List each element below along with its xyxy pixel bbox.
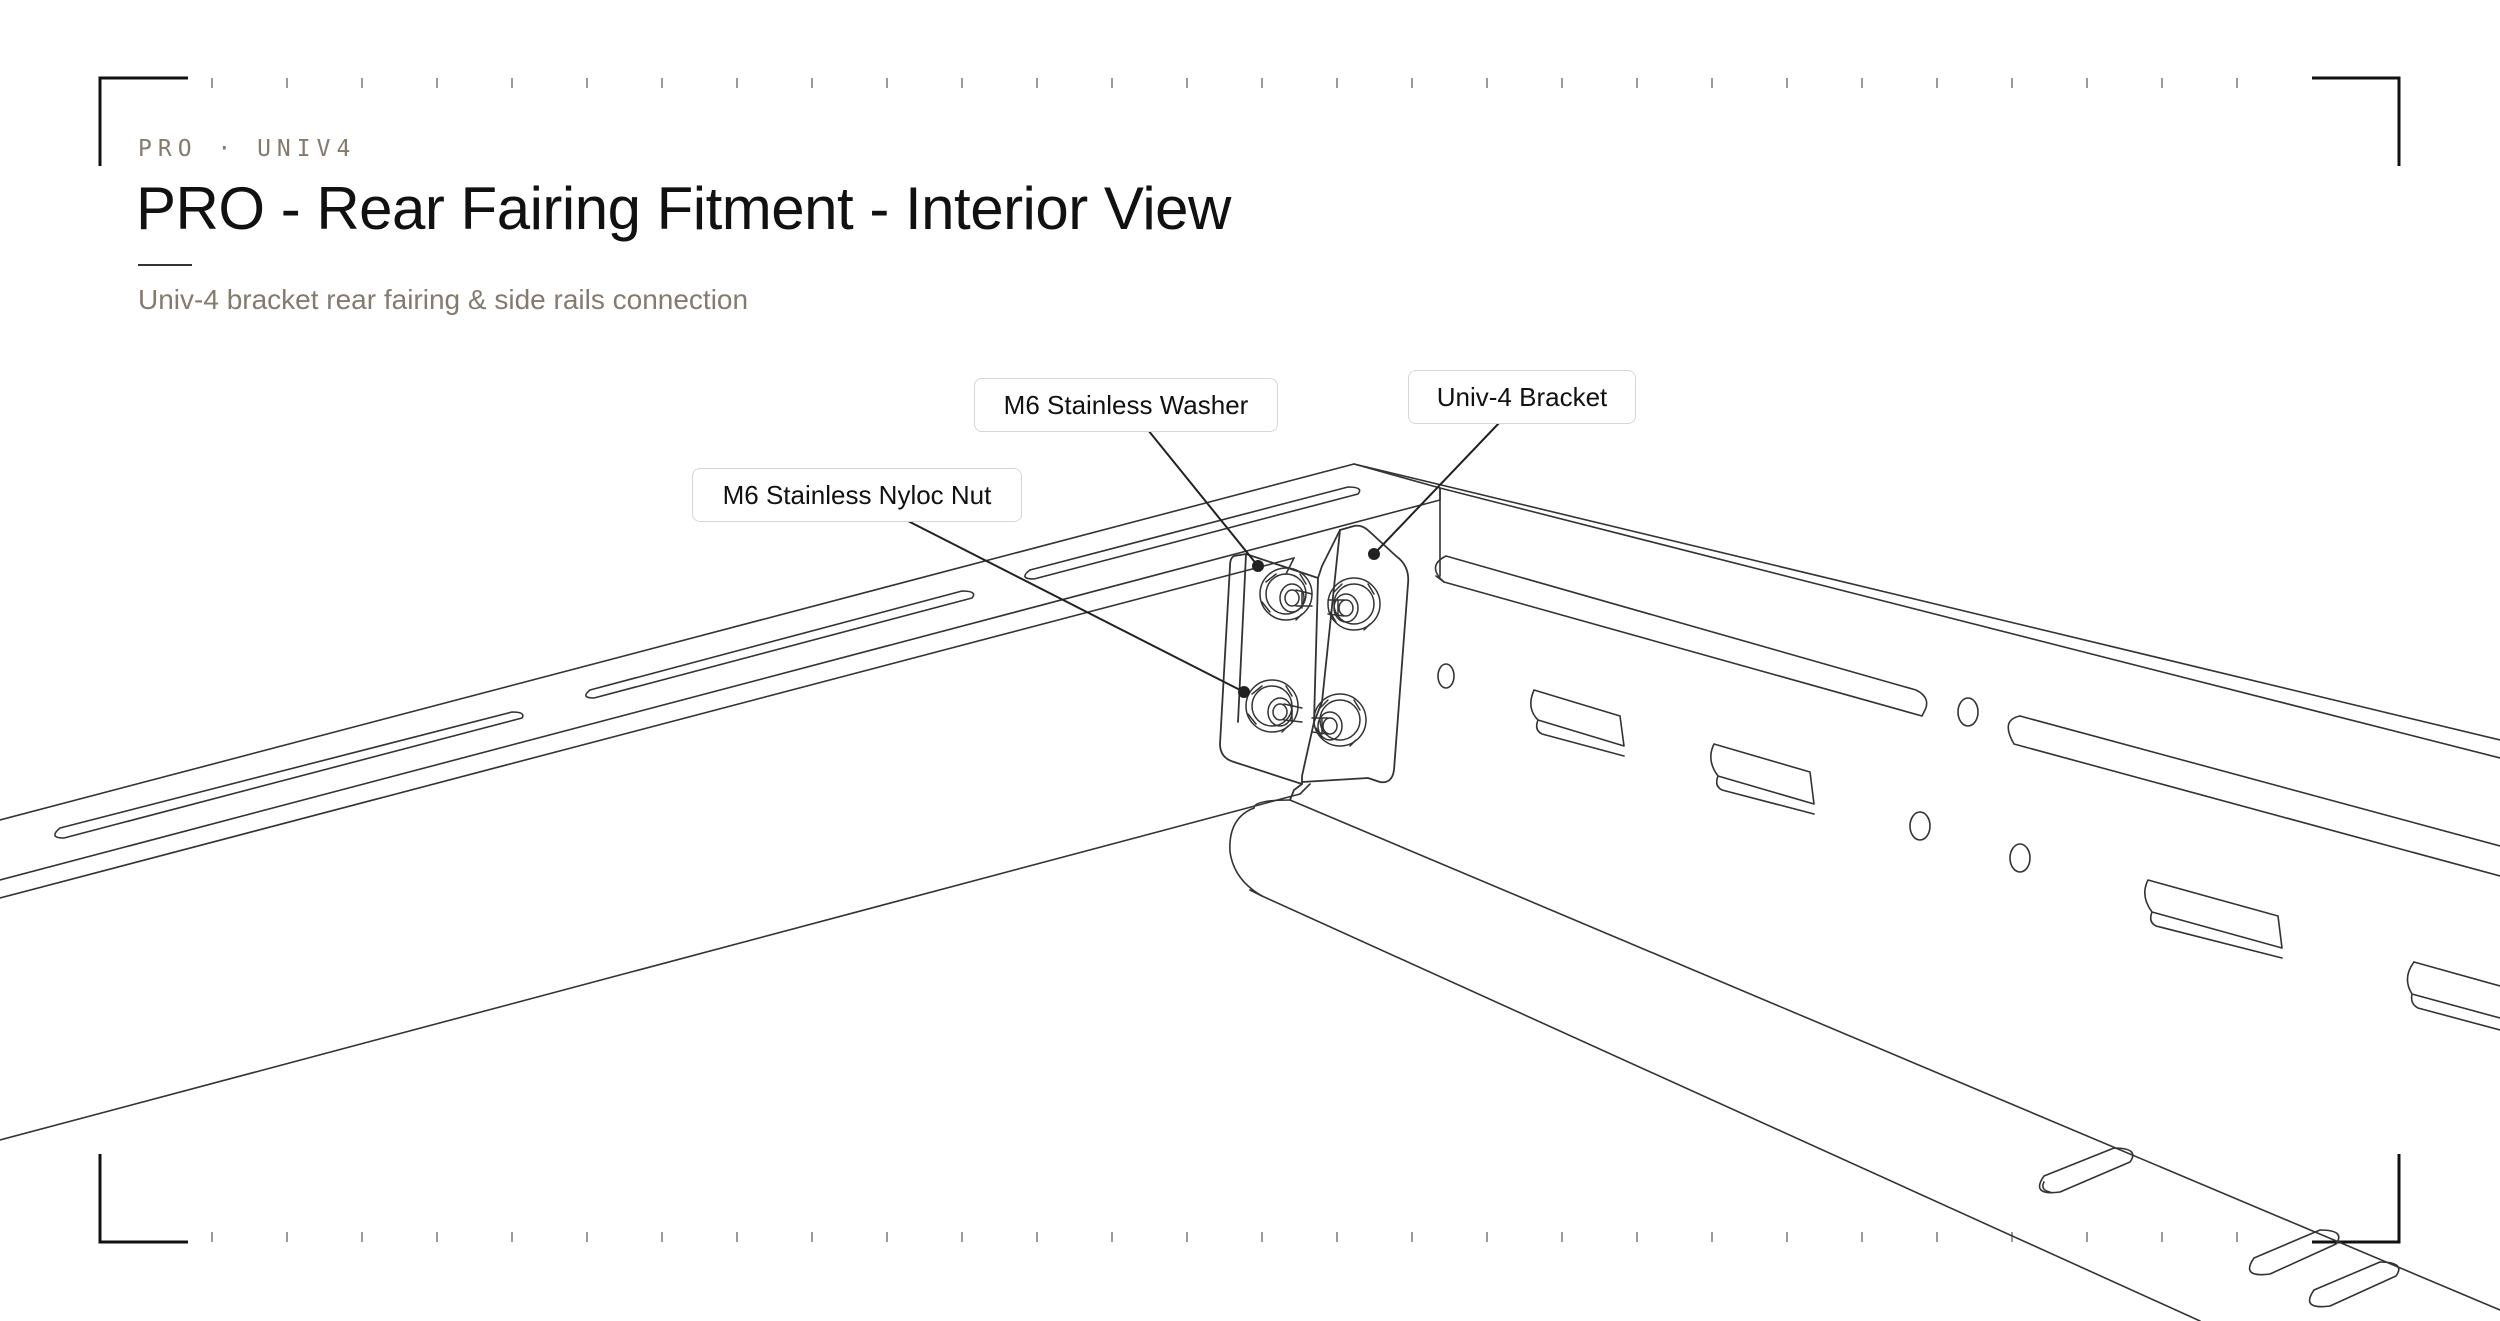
cutout [1710,743,1815,805]
title-divider [138,264,192,266]
cutout [2144,879,2283,949]
leader-dot-nut [1238,686,1250,698]
ruler-ticks-bottom [211,1232,2238,1242]
fastener-top-left [1259,567,1313,621]
page-title: PRO - Rear Fairing Fitment - Interior Vi… [136,175,1231,242]
fastener-top-right [1327,577,1381,631]
leader-dot-washer [1252,560,1264,572]
hole [2009,843,2031,873]
frame-corner-bottom-right [2312,1154,2401,1244]
fastener-bottom-right [1311,693,1367,747]
hole [1957,697,1979,727]
rear-fairing-rail [1229,463,2500,1321]
fasteners [1245,567,1381,747]
leader-dot-bracket [1368,548,1380,560]
frame-corners [98,76,2401,1244]
leader-bracket [1373,421,1501,555]
product-code-label: PRO · UNIV4 [138,136,357,162]
slot [2308,1261,2400,1308]
left-side-rail [0,463,1441,1141]
slot [2038,1147,2134,1194]
frame-corner-top-left [98,76,188,166]
fastener-bottom-left [1245,679,1303,733]
callout-univ4-bracket: Univ-4 Bracket [1408,370,1636,424]
hole [1437,663,1455,689]
slot [2019,715,2500,847]
assembly-drawing [0,421,2500,1321]
ruler-ticks-top [211,78,2238,88]
leader-washer [1147,429,1259,567]
slot [1434,555,1928,717]
leader-nut [905,519,1245,693]
callout-m6-washer: M6 Stainless Washer [974,378,1278,432]
slot [585,590,975,699]
univ4-bracket [1219,524,1410,801]
frame-corner-top-right [2312,76,2401,166]
cutout [2413,961,2500,987]
callout-m6-nyloc-nut: M6 Stainless Nyloc Nut [692,468,1022,522]
slot [54,711,524,839]
leader-lines [905,421,1501,698]
slot [2248,1229,2340,1276]
frame-corner-bottom-left [98,1154,188,1244]
cutout [1530,689,1625,747]
hole [1909,811,1931,841]
slot [1024,486,1361,580]
page-subtitle: Univ-4 bracket rear fairing & side rails… [138,284,749,315]
